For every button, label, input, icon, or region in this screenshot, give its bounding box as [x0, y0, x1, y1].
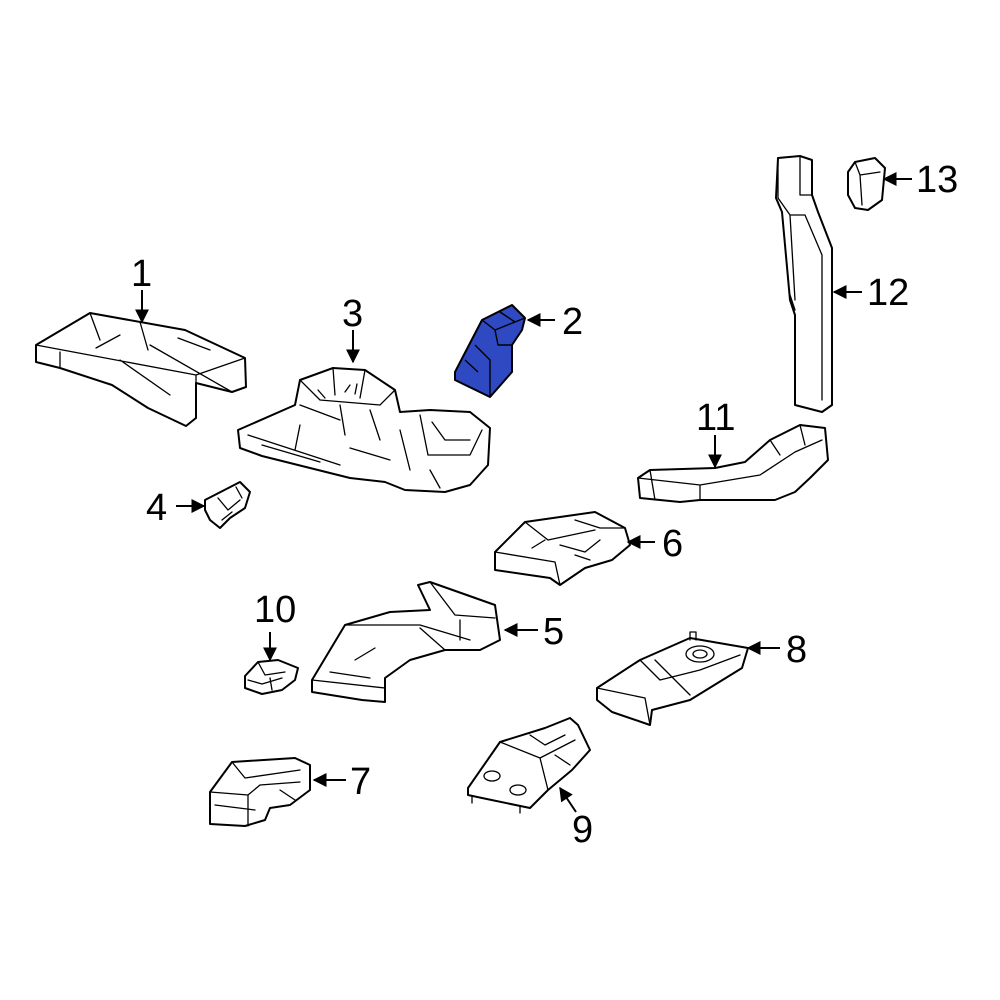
part-5-duct[interactable]	[311, 581, 501, 703]
callout-1: 1	[131, 253, 152, 295]
callout-8: 8	[786, 629, 807, 671]
part-3-assembly[interactable]	[237, 367, 491, 493]
part-1-duct[interactable]	[35, 312, 247, 427]
callout-9: 9	[572, 809, 593, 851]
part-8-panel[interactable]	[596, 631, 749, 726]
callout-3: 3	[342, 293, 363, 335]
callout-2: 2	[562, 301, 583, 343]
part-6-bracket[interactable]	[494, 511, 631, 586]
part-7-duct[interactable]	[209, 757, 311, 827]
callout-4: 4	[146, 487, 167, 529]
callout-5: 5	[543, 611, 564, 653]
callout-11: 11	[696, 397, 735, 439]
callout-labels: 1 2 3 4 5 6 7 8 9 10 11 12 13	[131, 159, 958, 851]
part-2-bracket-highlighted[interactable]	[454, 304, 526, 398]
part-4-clip[interactable]	[204, 481, 251, 529]
part-10-clip[interactable]	[244, 659, 299, 695]
part-12-duct[interactable]	[775, 155, 833, 413]
callout-12: 12	[867, 272, 909, 314]
callout-6: 6	[662, 523, 683, 565]
callout-13: 13	[916, 159, 958, 201]
part-13-clip[interactable]	[847, 157, 886, 211]
part-11-duct[interactable]	[637, 424, 829, 503]
part-9-bracket[interactable]	[467, 717, 591, 814]
callout-10: 10	[254, 589, 296, 631]
callout-7: 7	[350, 761, 371, 803]
leader-lines	[135, 172, 912, 813]
